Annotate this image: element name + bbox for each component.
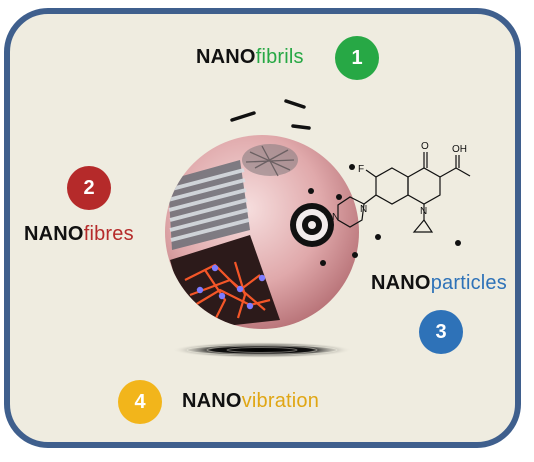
label-prefix: NANO [371,272,431,294]
number-badge-1: 1 [335,36,379,80]
nanoparticle-dots [308,164,461,266]
label-prefix: NANO [24,223,84,245]
vibration-shadow [172,342,352,358]
label-suffix: particles [430,272,507,294]
number-badge-2: 2 [67,166,111,210]
atom-n2: N [360,204,367,215]
drug-molecule [337,152,471,233]
number-badge-3: 3 [419,310,463,354]
atom-n1: N [420,206,427,217]
label-nanovibration: NANOvibration [182,390,319,413]
fibril-texture [242,144,298,177]
molecule-atom-labels: F O OH N N N [332,141,467,223]
fibre-stripes [167,160,250,250]
nanoparticle-cell [290,203,334,247]
number-badge-4: 4 [118,380,162,424]
label-nanofibres: NANOfibres [24,223,134,246]
label-prefix: NANO [196,46,256,68]
label-nanofibrils: NANOfibrils [196,46,304,69]
atom-f: F [358,164,364,175]
atom-oh: OH [452,144,467,155]
label-prefix: NANO [182,390,242,412]
label-nanoparticles: NANOparticles [371,272,507,295]
atom-n3: N [332,212,339,223]
atom-o: O [421,141,429,152]
label-suffix: fibrils [255,46,304,68]
label-suffix: vibration [241,390,320,412]
fibril-dashes [230,99,311,130]
nano-sphere [165,135,359,329]
label-suffix: fibres [83,223,134,245]
